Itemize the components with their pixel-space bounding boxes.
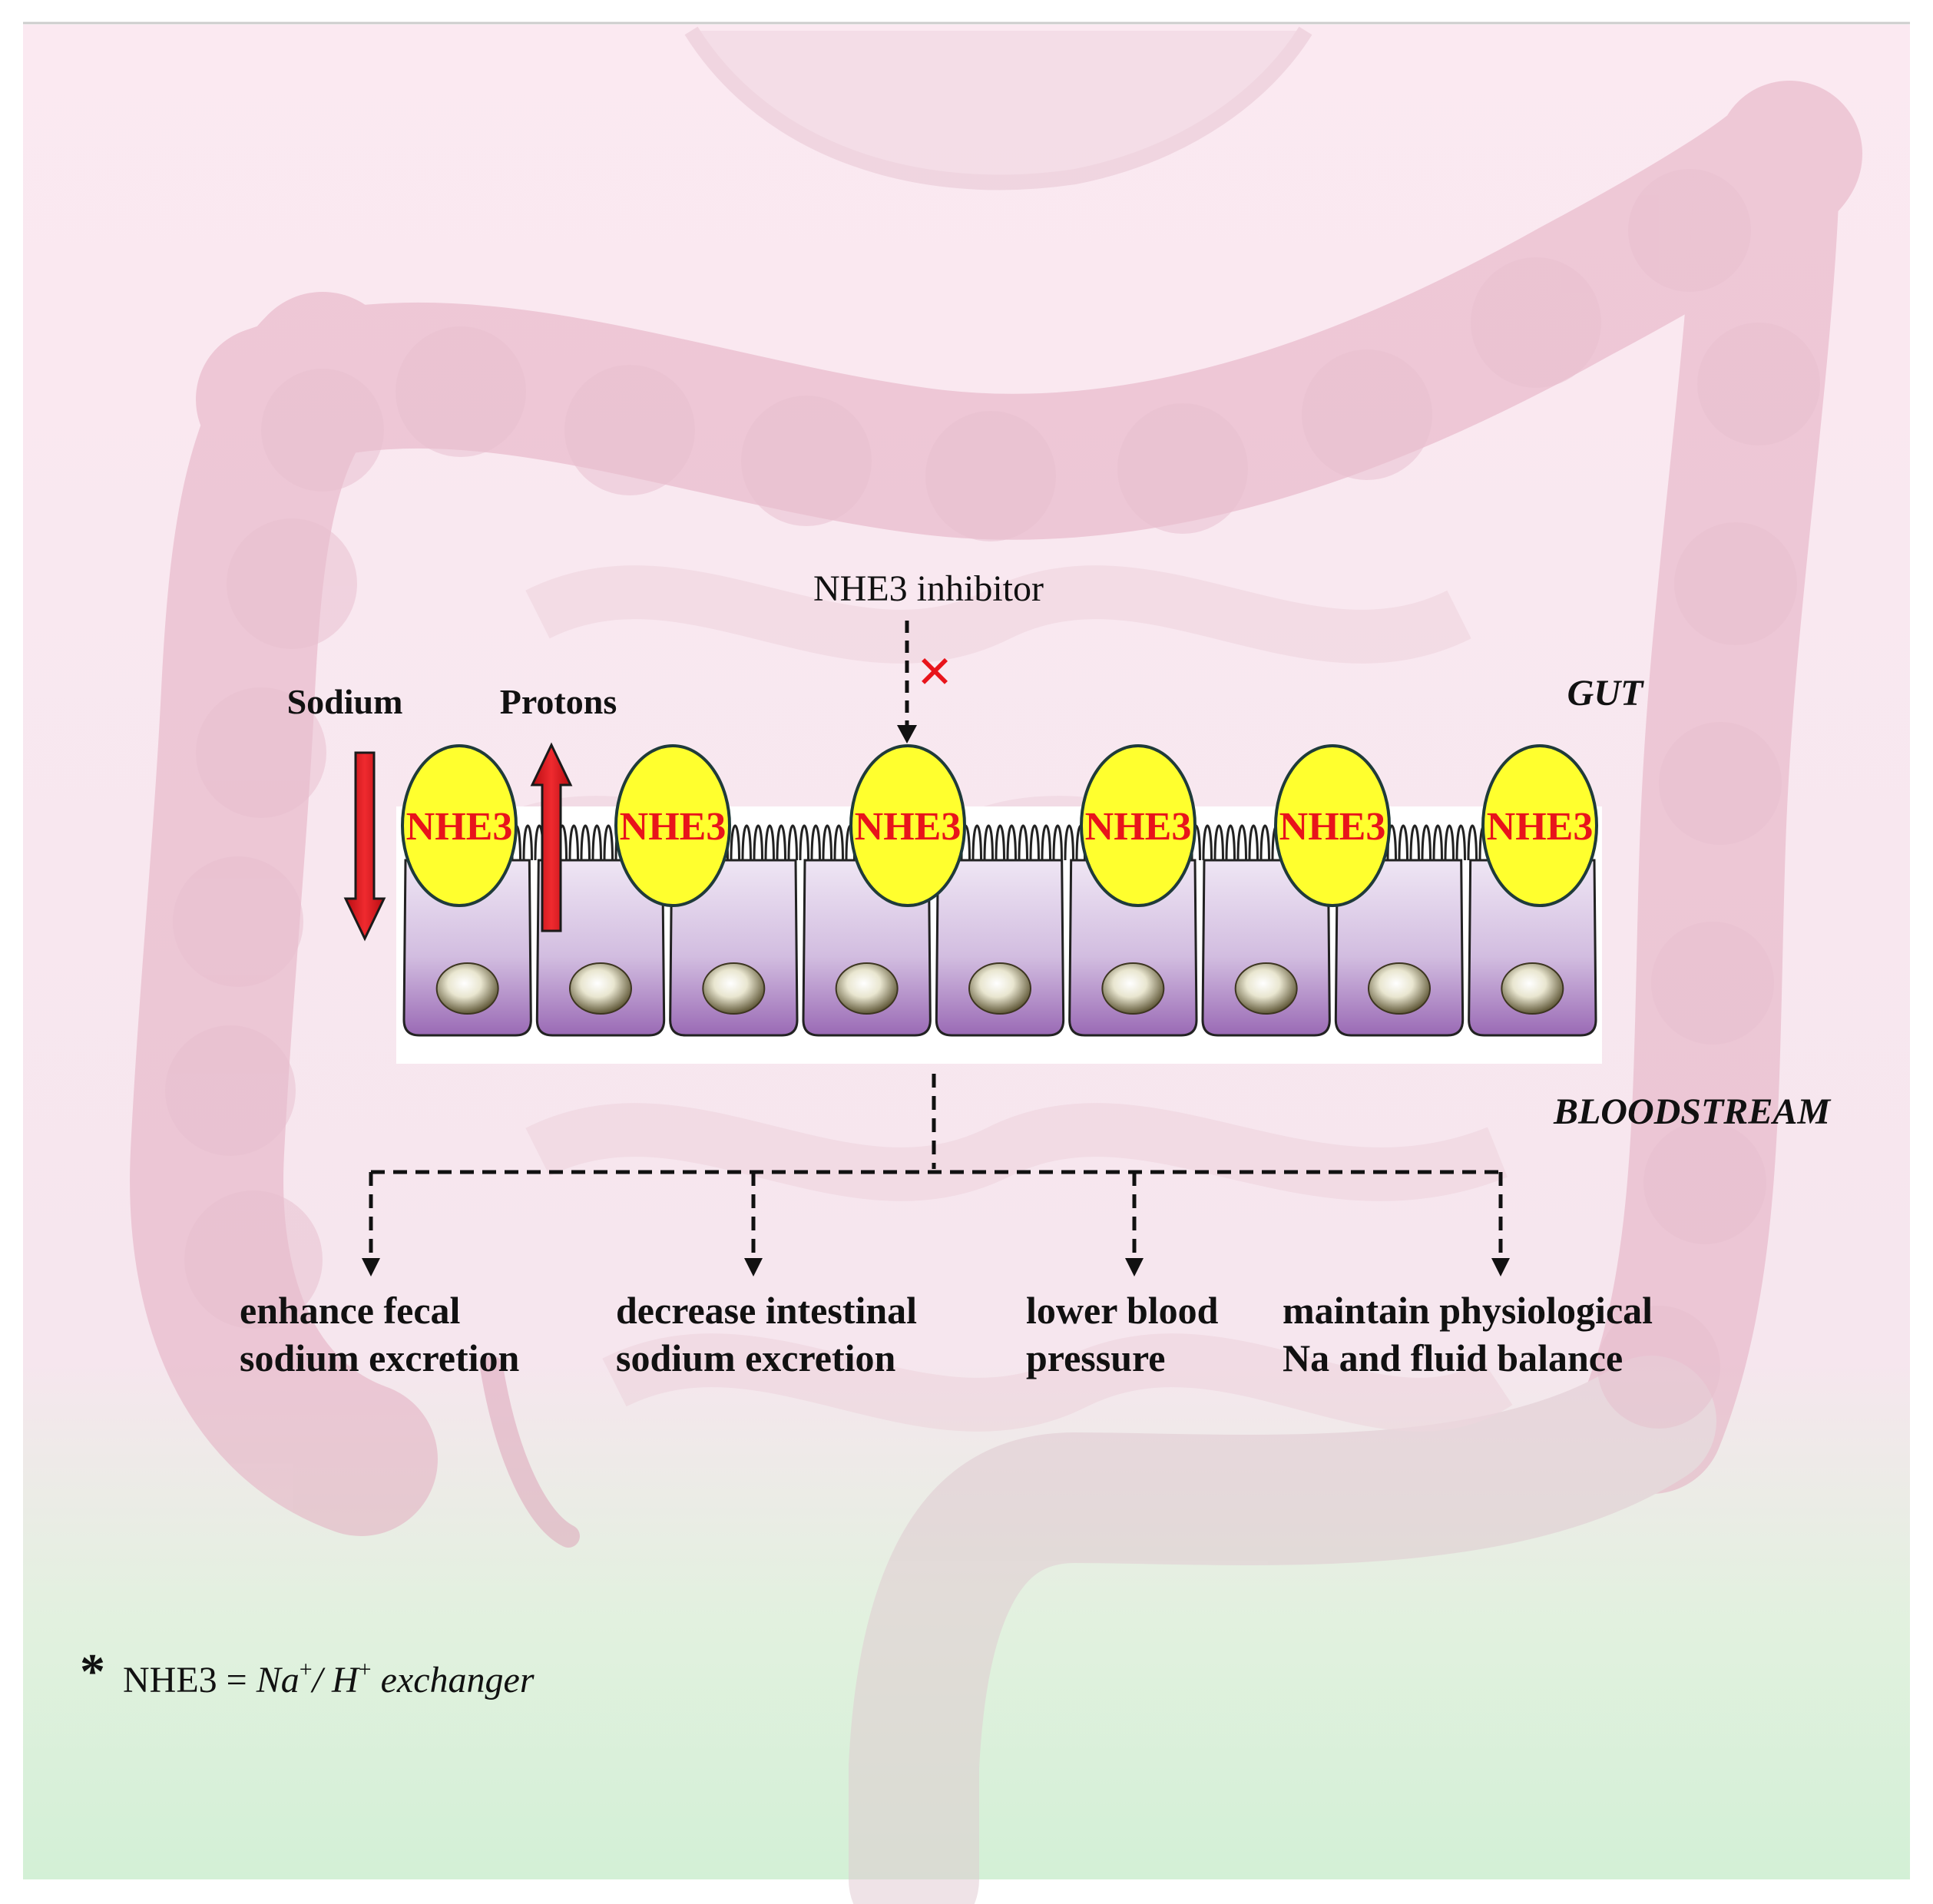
nhe3-transporter: NHE3 bbox=[1481, 744, 1598, 907]
effect-1-line2: sodium excretion bbox=[240, 1336, 520, 1379]
inhibitor-label: NHE3 inhibitor bbox=[813, 568, 1044, 609]
epithelial-cell bbox=[1334, 859, 1465, 1037]
up-arrow-icon bbox=[530, 742, 573, 932]
nhe3-transporter: NHE3 bbox=[849, 744, 966, 907]
nucleus-icon bbox=[702, 962, 766, 1015]
effect-tree bbox=[369, 1074, 1503, 1260]
epithelial-cell bbox=[535, 859, 666, 1037]
bloodstream-label: BLOODSTREAM bbox=[1553, 1091, 1832, 1132]
nhe3-transporter: NHE3 bbox=[1274, 744, 1391, 907]
epithelial-cell bbox=[669, 859, 799, 1037]
epithelial-cell bbox=[1068, 859, 1198, 1037]
nucleus-icon bbox=[1234, 962, 1298, 1015]
arrowhead-4 bbox=[1491, 1258, 1510, 1277]
epithelial-cell bbox=[935, 859, 1065, 1037]
arrowhead-1 bbox=[362, 1258, 380, 1277]
effect-4-line2: Na and fluid balance bbox=[1283, 1336, 1623, 1379]
nucleus-icon bbox=[968, 962, 1031, 1015]
effect-4-line1: maintain physiological bbox=[1283, 1289, 1653, 1332]
footnote-text: NHE3 = Na+/ H+ exchanger bbox=[123, 1657, 535, 1700]
effect-2-line1: decrease intestinal bbox=[616, 1289, 917, 1332]
nhe3-label: NHE3 bbox=[406, 805, 513, 849]
effect-2-line2: sodium excretion bbox=[616, 1336, 896, 1379]
effect-3-line2: pressure bbox=[1026, 1336, 1166, 1379]
protons-label: Protons bbox=[500, 682, 617, 721]
sodium-label: Sodium bbox=[287, 682, 403, 721]
block-x-icon: ✕ bbox=[916, 646, 954, 698]
nhe3-transporter: NHE3 bbox=[614, 744, 731, 907]
epithelial-cell bbox=[1201, 859, 1331, 1037]
down-arrow-icon bbox=[343, 751, 386, 942]
footnote-sup-2: + bbox=[359, 1657, 372, 1682]
nucleus-icon bbox=[1501, 962, 1564, 1015]
nucleus-icon bbox=[835, 962, 899, 1015]
footnote-h: H bbox=[331, 1660, 360, 1700]
nucleus-icon bbox=[1368, 962, 1431, 1015]
footnote-sup-1: + bbox=[300, 1657, 313, 1682]
footnote-star: * bbox=[80, 1644, 105, 1700]
intestine-illustration bbox=[130, 26, 1862, 1904]
arrowhead-3 bbox=[1125, 1258, 1144, 1277]
footnote-slash: / bbox=[310, 1660, 332, 1700]
epithelium-panel: NHE3 NHE3 NHE3 NHE3 NHE3 NHE3 bbox=[396, 744, 1602, 1064]
nhe3-label: NHE3 bbox=[855, 805, 962, 849]
effect-3-line1: lower blood bbox=[1026, 1289, 1219, 1332]
tree-arrowheads bbox=[362, 1258, 1510, 1277]
nucleus-icon bbox=[435, 962, 499, 1015]
nucleus-icon bbox=[1101, 962, 1165, 1015]
nhe3-label: NHE3 bbox=[620, 805, 727, 849]
epithelial-cell bbox=[1468, 859, 1597, 1037]
gut-label: GUT bbox=[1567, 673, 1644, 714]
footnote-na: Na bbox=[256, 1660, 300, 1700]
nucleus-icon bbox=[569, 962, 632, 1015]
nhe3-label: NHE3 bbox=[1279, 805, 1386, 849]
epithelial-cell bbox=[402, 859, 532, 1037]
epithelial-cells bbox=[402, 859, 1597, 1037]
effects: enhance fecal sodium excretion decrease … bbox=[240, 1289, 1653, 1379]
arrowhead-2 bbox=[744, 1258, 763, 1277]
footnote-rest: exchanger bbox=[372, 1660, 535, 1700]
footnote-term: NHE3 = bbox=[123, 1660, 257, 1700]
nhe3-label: NHE3 bbox=[1085, 805, 1192, 849]
footnote: * NHE3 = Na+/ H+ exchanger bbox=[80, 1644, 535, 1700]
inhibitor-arrowhead bbox=[897, 725, 917, 743]
nhe3-transporter: NHE3 bbox=[401, 744, 518, 907]
effect-1-line1: enhance fecal bbox=[240, 1289, 461, 1332]
nhe3-transporters: NHE3 NHE3 NHE3 NHE3 NHE3 NHE3 bbox=[401, 744, 1598, 907]
nhe3-label: NHE3 bbox=[1487, 805, 1594, 849]
nhe3-transporter: NHE3 bbox=[1080, 744, 1197, 907]
